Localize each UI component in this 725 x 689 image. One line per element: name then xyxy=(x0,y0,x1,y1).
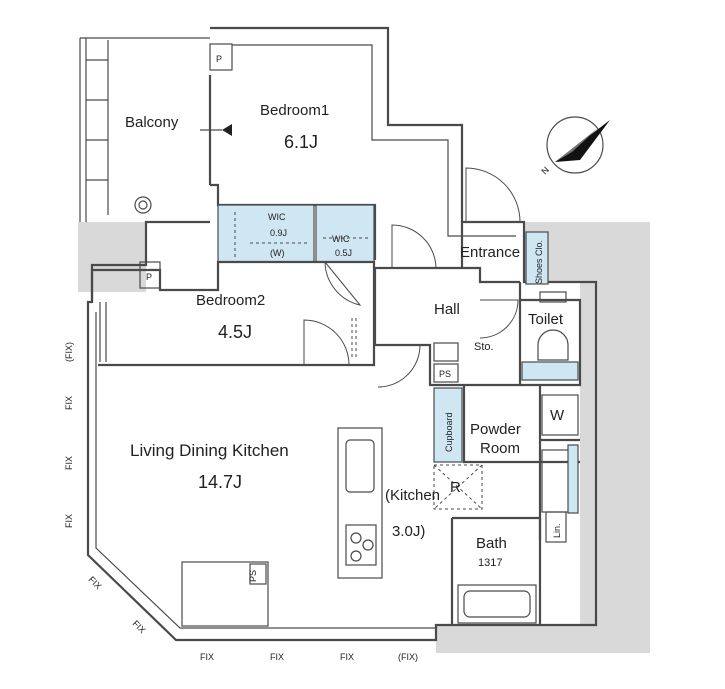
shoes-closet xyxy=(525,231,549,285)
label-fix-left-4: FIX xyxy=(64,514,74,528)
label-kitchen: (Kitchen xyxy=(385,487,440,504)
washer-box xyxy=(541,394,579,436)
toilet-tank xyxy=(539,291,567,303)
label-r: R xyxy=(450,479,461,496)
exterior-wall-right xyxy=(580,222,650,642)
label-bedroom2-size: 4.5J xyxy=(218,322,252,342)
door-entrance xyxy=(465,167,521,223)
burner-3 xyxy=(350,550,362,562)
label-wic2: WIC xyxy=(332,234,350,244)
label-bath: Bath xyxy=(476,535,507,552)
label-powder: Powder xyxy=(470,421,521,438)
label-fix-bottom-2: FIX xyxy=(270,652,284,662)
sto-box xyxy=(433,342,459,362)
label-toilet: Toilet xyxy=(528,311,564,328)
ps-box-ldk xyxy=(181,561,269,627)
label-sto: Sto. xyxy=(474,341,494,353)
label-p-top: P xyxy=(216,54,222,64)
cupboard xyxy=(433,387,463,463)
label-north: N xyxy=(539,165,551,177)
ps-box-ldk-tag xyxy=(249,563,267,585)
bath-wall xyxy=(450,516,542,625)
label-p-bedroom2: P xyxy=(146,272,152,282)
lin-box xyxy=(545,511,567,543)
outer-wall xyxy=(86,26,598,642)
label-fix-bottom-1: FIX xyxy=(200,652,214,662)
label-ldk-size: 14.7J xyxy=(198,472,242,492)
label-fix-bottom-4: (FIX) xyxy=(398,652,418,662)
label-wic2-size: 0.5J xyxy=(335,248,352,258)
label-wic1: WIC xyxy=(268,212,286,222)
p-box-bedroom2 xyxy=(139,261,161,289)
balcony-rail xyxy=(79,37,210,222)
kitchen-stove xyxy=(345,524,377,566)
balcony-rail-bars xyxy=(86,40,109,215)
label-entrance: Entrance xyxy=(460,244,520,261)
label-bath-size: 1317 xyxy=(478,557,502,569)
label-ps-ldk: PS xyxy=(248,570,258,582)
label-ps-hall: PS xyxy=(439,369,451,379)
door-bedroom1 xyxy=(324,261,362,306)
label-balcony: Balcony xyxy=(125,114,179,131)
door-toilet xyxy=(479,299,519,339)
exterior-wall-left xyxy=(78,222,146,292)
label-ldk: Living Dining Kitchen xyxy=(130,441,289,460)
label-shoes: Shoes Clo. xyxy=(534,240,544,284)
burner-1 xyxy=(350,532,362,544)
label-room: Room xyxy=(480,440,520,457)
label-fix-left-1: (FIX) xyxy=(64,342,74,362)
sink-counter xyxy=(567,444,579,514)
kitchen-sink xyxy=(345,439,375,493)
p-box-top xyxy=(209,43,233,71)
bathtub xyxy=(457,584,537,624)
toilet-bowl xyxy=(537,329,569,361)
shaft-bottom xyxy=(436,625,650,653)
ldk-window-line xyxy=(95,312,436,629)
ps-box-hall xyxy=(433,363,459,383)
label-fix-left-2: FIX xyxy=(64,396,74,410)
balcony-drain xyxy=(134,196,152,214)
label-kitchen-size: 3.0J) xyxy=(392,523,425,540)
label-hall: Hall xyxy=(434,301,460,318)
label-wic1-size: 0.9J xyxy=(270,228,287,238)
door-hall-ldk xyxy=(377,344,421,388)
toilet-counter xyxy=(521,361,579,381)
door-bedroom2 xyxy=(303,319,350,366)
label-wic1-w: (W) xyxy=(270,248,285,258)
label-bedroom2: Bedroom2 xyxy=(196,292,265,309)
toilet-wall xyxy=(520,298,582,387)
powder-wall xyxy=(462,385,580,540)
bathtub-inner xyxy=(463,590,531,618)
label-lin: Lin. xyxy=(552,523,562,538)
fridge-space xyxy=(433,464,483,510)
label-fix-diag-2: FIX xyxy=(131,618,148,635)
label-w: W xyxy=(550,407,565,424)
label-fix-bottom-3: FIX xyxy=(340,652,354,662)
hall-walls xyxy=(373,222,522,387)
compass-icon xyxy=(546,116,610,174)
door-hall-bedroom1 xyxy=(391,224,437,269)
label-bedroom1-size: 6.1J xyxy=(284,132,318,152)
window-arrow xyxy=(222,124,232,136)
label-bedroom1: Bedroom1 xyxy=(260,102,329,119)
balcony-drain-inner xyxy=(138,200,148,210)
label-fix-diag-1: FIX xyxy=(87,574,104,591)
outer-wall-inner xyxy=(232,44,516,237)
label-fix-left-3: FIX xyxy=(64,456,74,470)
wic1-box xyxy=(217,204,315,263)
wic2-box xyxy=(315,204,375,263)
kitchen-counter xyxy=(337,427,383,579)
label-cupboard: Cupboard xyxy=(444,412,454,452)
burner-2 xyxy=(362,539,374,551)
